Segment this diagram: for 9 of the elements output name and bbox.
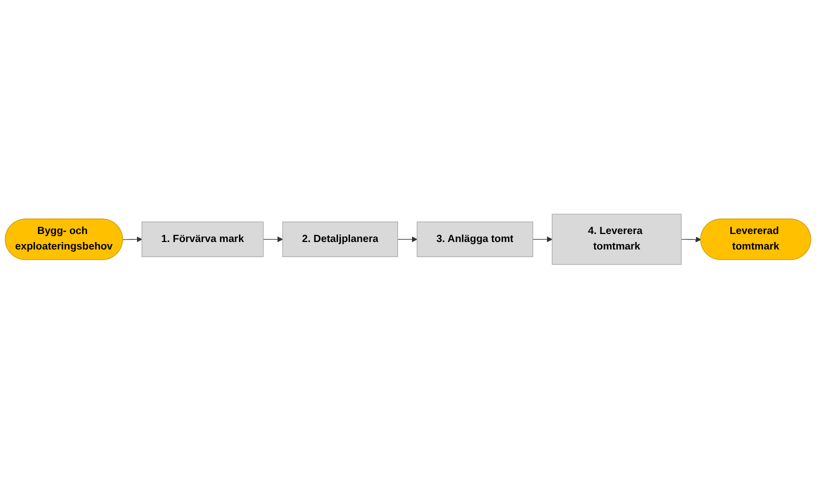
node-box: 3. Anlägga tomt	[416, 221, 534, 257]
arrow	[680, 236, 702, 242]
arrow	[122, 236, 142, 242]
arrow	[262, 236, 283, 242]
node-box: 1. Förvärva mark	[142, 221, 264, 257]
arrow	[397, 236, 418, 242]
node-box: 4. Leverera tomtmark	[552, 214, 682, 264]
arrow	[532, 236, 552, 242]
node-box: 2. Detaljplanera	[282, 221, 398, 257]
